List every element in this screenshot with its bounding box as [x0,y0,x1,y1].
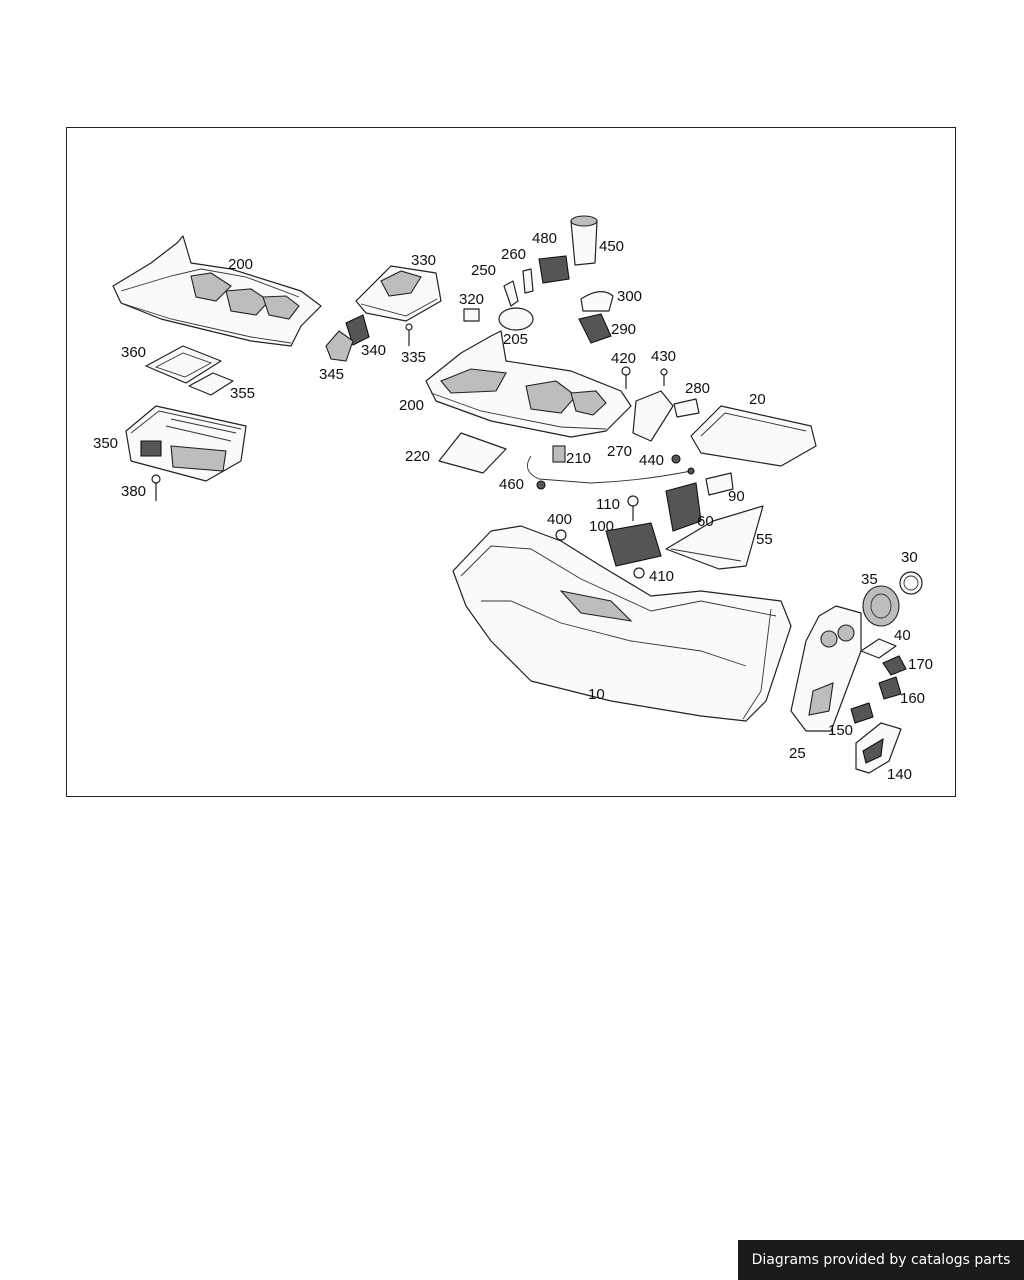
callout-60: 60 [697,513,714,530]
callout-140: 140 [887,766,912,783]
callout-340: 340 [361,342,386,359]
part-20-armrest [690,405,817,467]
callout-30: 30 [901,549,918,566]
callout-380: 380 [121,483,146,500]
callout-220: 220 [405,448,430,465]
part-400-screw [555,529,567,541]
parts-diagram: 200 330 260 480 450 250 320 300 205 290 … [93,215,933,783]
part-250-clip [503,280,519,307]
part-430-screw [660,368,668,386]
callout-20: 20 [749,391,766,408]
callout-480: 480 [532,230,557,247]
part-260-clip [522,268,534,294]
footer-credit-badge: Diagrams provided by catalogs parts [738,1240,1024,1280]
callout-330: 330 [411,252,436,269]
callout-250: 250 [471,262,496,279]
callout-280: 280 [685,380,710,397]
callout-10: 10 [588,686,605,703]
callout-290: 290 [611,321,636,338]
part-355-ring [188,372,234,396]
callout-100: 100 [589,518,614,535]
part-460-harness [526,455,695,490]
part-335-screw [405,323,413,346]
part-380-screw [151,474,161,501]
callout-110: 110 [596,496,620,513]
callout-400: 400 [547,511,572,528]
part-220-mat [438,432,507,474]
part-480-holder [538,255,570,284]
part-300-pad [580,291,614,312]
part-60-bracket [665,482,702,532]
part-160-switch [878,676,902,700]
part-10-console [452,525,792,722]
callout-170: 170 [908,656,933,673]
callout-420: 420 [611,350,636,367]
callout-160: 160 [900,690,925,707]
footer-credit-text: Diagrams provided by catalogs parts [751,1252,1011,1268]
part-450-cup [570,215,598,266]
part-140-pocket [855,722,902,774]
part-30-ring [899,571,923,595]
part-170-switch [882,655,907,676]
callout-40: 40 [894,627,911,644]
part-35-vent [862,585,900,627]
callout-355: 355 [230,385,255,402]
part-345-bracket [325,330,354,362]
part-270-cover [632,390,674,442]
part-90-cover [705,472,734,496]
part-110-screw [627,495,639,521]
part-210-clip [552,445,566,463]
callout-25: 25 [789,745,806,762]
callout-335: 335 [401,349,426,366]
callout-440: 440 [639,452,664,469]
part-290-switch [578,313,612,344]
callout-labels: 200 330 260 480 450 250 320 300 205 290 … [93,230,933,783]
callout-430: 430 [651,348,676,365]
callout-320: 320 [459,291,484,308]
part-280-latch [673,398,700,418]
callout-270: 270 [607,443,632,460]
callout-300: 300 [617,288,642,305]
part-330-shifter-bezel [355,265,442,322]
part-440-bolt [671,454,681,464]
callout-150: 150 [828,722,853,739]
callout-200-center: 200 [399,397,424,414]
callout-210: 210 [566,450,591,467]
parts-diagram-frame: 200 330 260 480 450 250 320 300 205 290 … [66,127,956,797]
part-200-center-trim [425,330,632,438]
callout-35: 35 [861,571,878,588]
part-150-switch [850,702,874,724]
part-55-liner [665,505,764,570]
callout-55: 55 [756,531,773,548]
callout-350: 350 [93,435,118,452]
part-340-switch [345,314,370,346]
part-420-screw [621,366,631,389]
callout-450: 450 [599,238,624,255]
part-40-cover [860,638,897,659]
callout-200-upper: 200 [228,256,253,273]
part-25-rear-panel [790,605,862,732]
part-205-seal [498,307,534,331]
part-200-upper-trim [112,235,322,347]
callout-205: 205 [503,331,528,348]
part-350-module [125,405,247,482]
callout-360: 360 [121,344,146,361]
part-360-mat [145,345,222,384]
part-410-nut [633,567,645,579]
callout-90: 90 [728,488,745,505]
callout-260: 260 [501,246,526,263]
callout-345: 345 [319,366,344,383]
part-320-button [463,308,480,322]
callout-460: 460 [499,476,524,493]
callout-410: 410 [649,568,674,585]
part-100-bracket [605,522,662,567]
